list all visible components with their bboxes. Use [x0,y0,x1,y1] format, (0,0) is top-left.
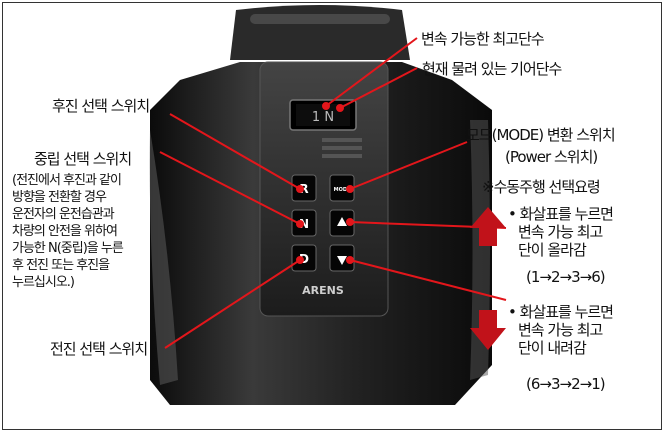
down-instruction-line: 변속 가능 최고 [518,321,603,339]
leader-max-gear [325,37,418,107]
cap-highlight [250,14,390,24]
label-forward-switch: 전진 선택 스위치 [50,340,148,358]
label-manual-title: ※수동주행 선택요령 [482,178,601,196]
panel-slot-1 [322,138,362,142]
label-current-gear: 현재 물려 있는 기어단수 [422,60,562,78]
boot-left-wing [149,130,178,385]
up-instruction-line: • 화살표를 누르면 [508,205,614,223]
label-mode-switch: 모드(MODE) 변환 스위치 [466,126,616,144]
leader-lines [159,37,507,349]
down-instruction-line: • 화살표를 누르면 [508,303,614,321]
d-button [291,244,317,272]
down-instruction: • 화살표를 누르면 변속 가능 최고 단이 내려감 [508,303,614,357]
neutral-note-line: 가능한 N(중립)을 누른 [12,241,124,256]
up-instruction-line: 단이 올라감 [518,241,587,259]
down-instruction-line: 단이 내려감 [518,339,587,357]
down-arrow-icon [337,256,347,265]
label-up-sequence: (1→2→3→6) [526,268,606,286]
label-neutral-switch: 중립 선택 스위치 [34,150,132,168]
leader-down [349,259,507,301]
d-button-label: D [299,252,309,266]
up-instruction-line: 변속 가능 최고 [518,223,603,241]
display-digits: 1 N [312,110,334,125]
leader-current-gear [339,67,418,109]
down-arrow-graphic [470,310,506,350]
panel-slot-2 [322,146,362,150]
leader-neutral [159,151,301,225]
leader-forward [164,259,301,349]
up-arrow-graphic [470,207,506,246]
neutral-note-line: 누르십시오.) [12,275,75,290]
neutral-note-line: 후 전진 또는 후진을 [12,258,110,273]
label-reverse-switch: 후진 선택 스위치 [52,97,150,115]
brand-logo: ARENS [302,284,344,297]
leader-reverse [169,113,301,190]
neutral-note-line: (전진에서 후진과 같이 [12,173,122,188]
neutral-note-line: 방향을 전환할 경우 [12,190,107,205]
mode-button-label: MODE [334,187,351,193]
label-power-switch: (Power 스위치) [505,148,598,166]
neutral-note-line: 차량의 안전을 위하여 [12,224,118,239]
panel-slot-3 [322,154,362,158]
n-button [291,209,317,237]
neutral-note: (전진에서 후진과 같이 방향을 전환할 경우 운전자의 운전습관과 차량의 안… [12,172,168,291]
r-button [291,174,317,202]
label-down-sequence: (6→3→2→1) [526,375,606,393]
figure-frame [2,2,662,430]
label-max-gear: 변속 가능한 최고단수 [421,30,545,48]
up-arrow-icon [337,217,347,226]
leader-mode [349,141,468,190]
shifter-cap [230,5,410,60]
up-instruction: • 화살표를 누르면 변속 가능 최고 단이 올라감 [508,205,614,259]
neutral-note-line: 운전자의 운전습관과 [12,207,115,222]
